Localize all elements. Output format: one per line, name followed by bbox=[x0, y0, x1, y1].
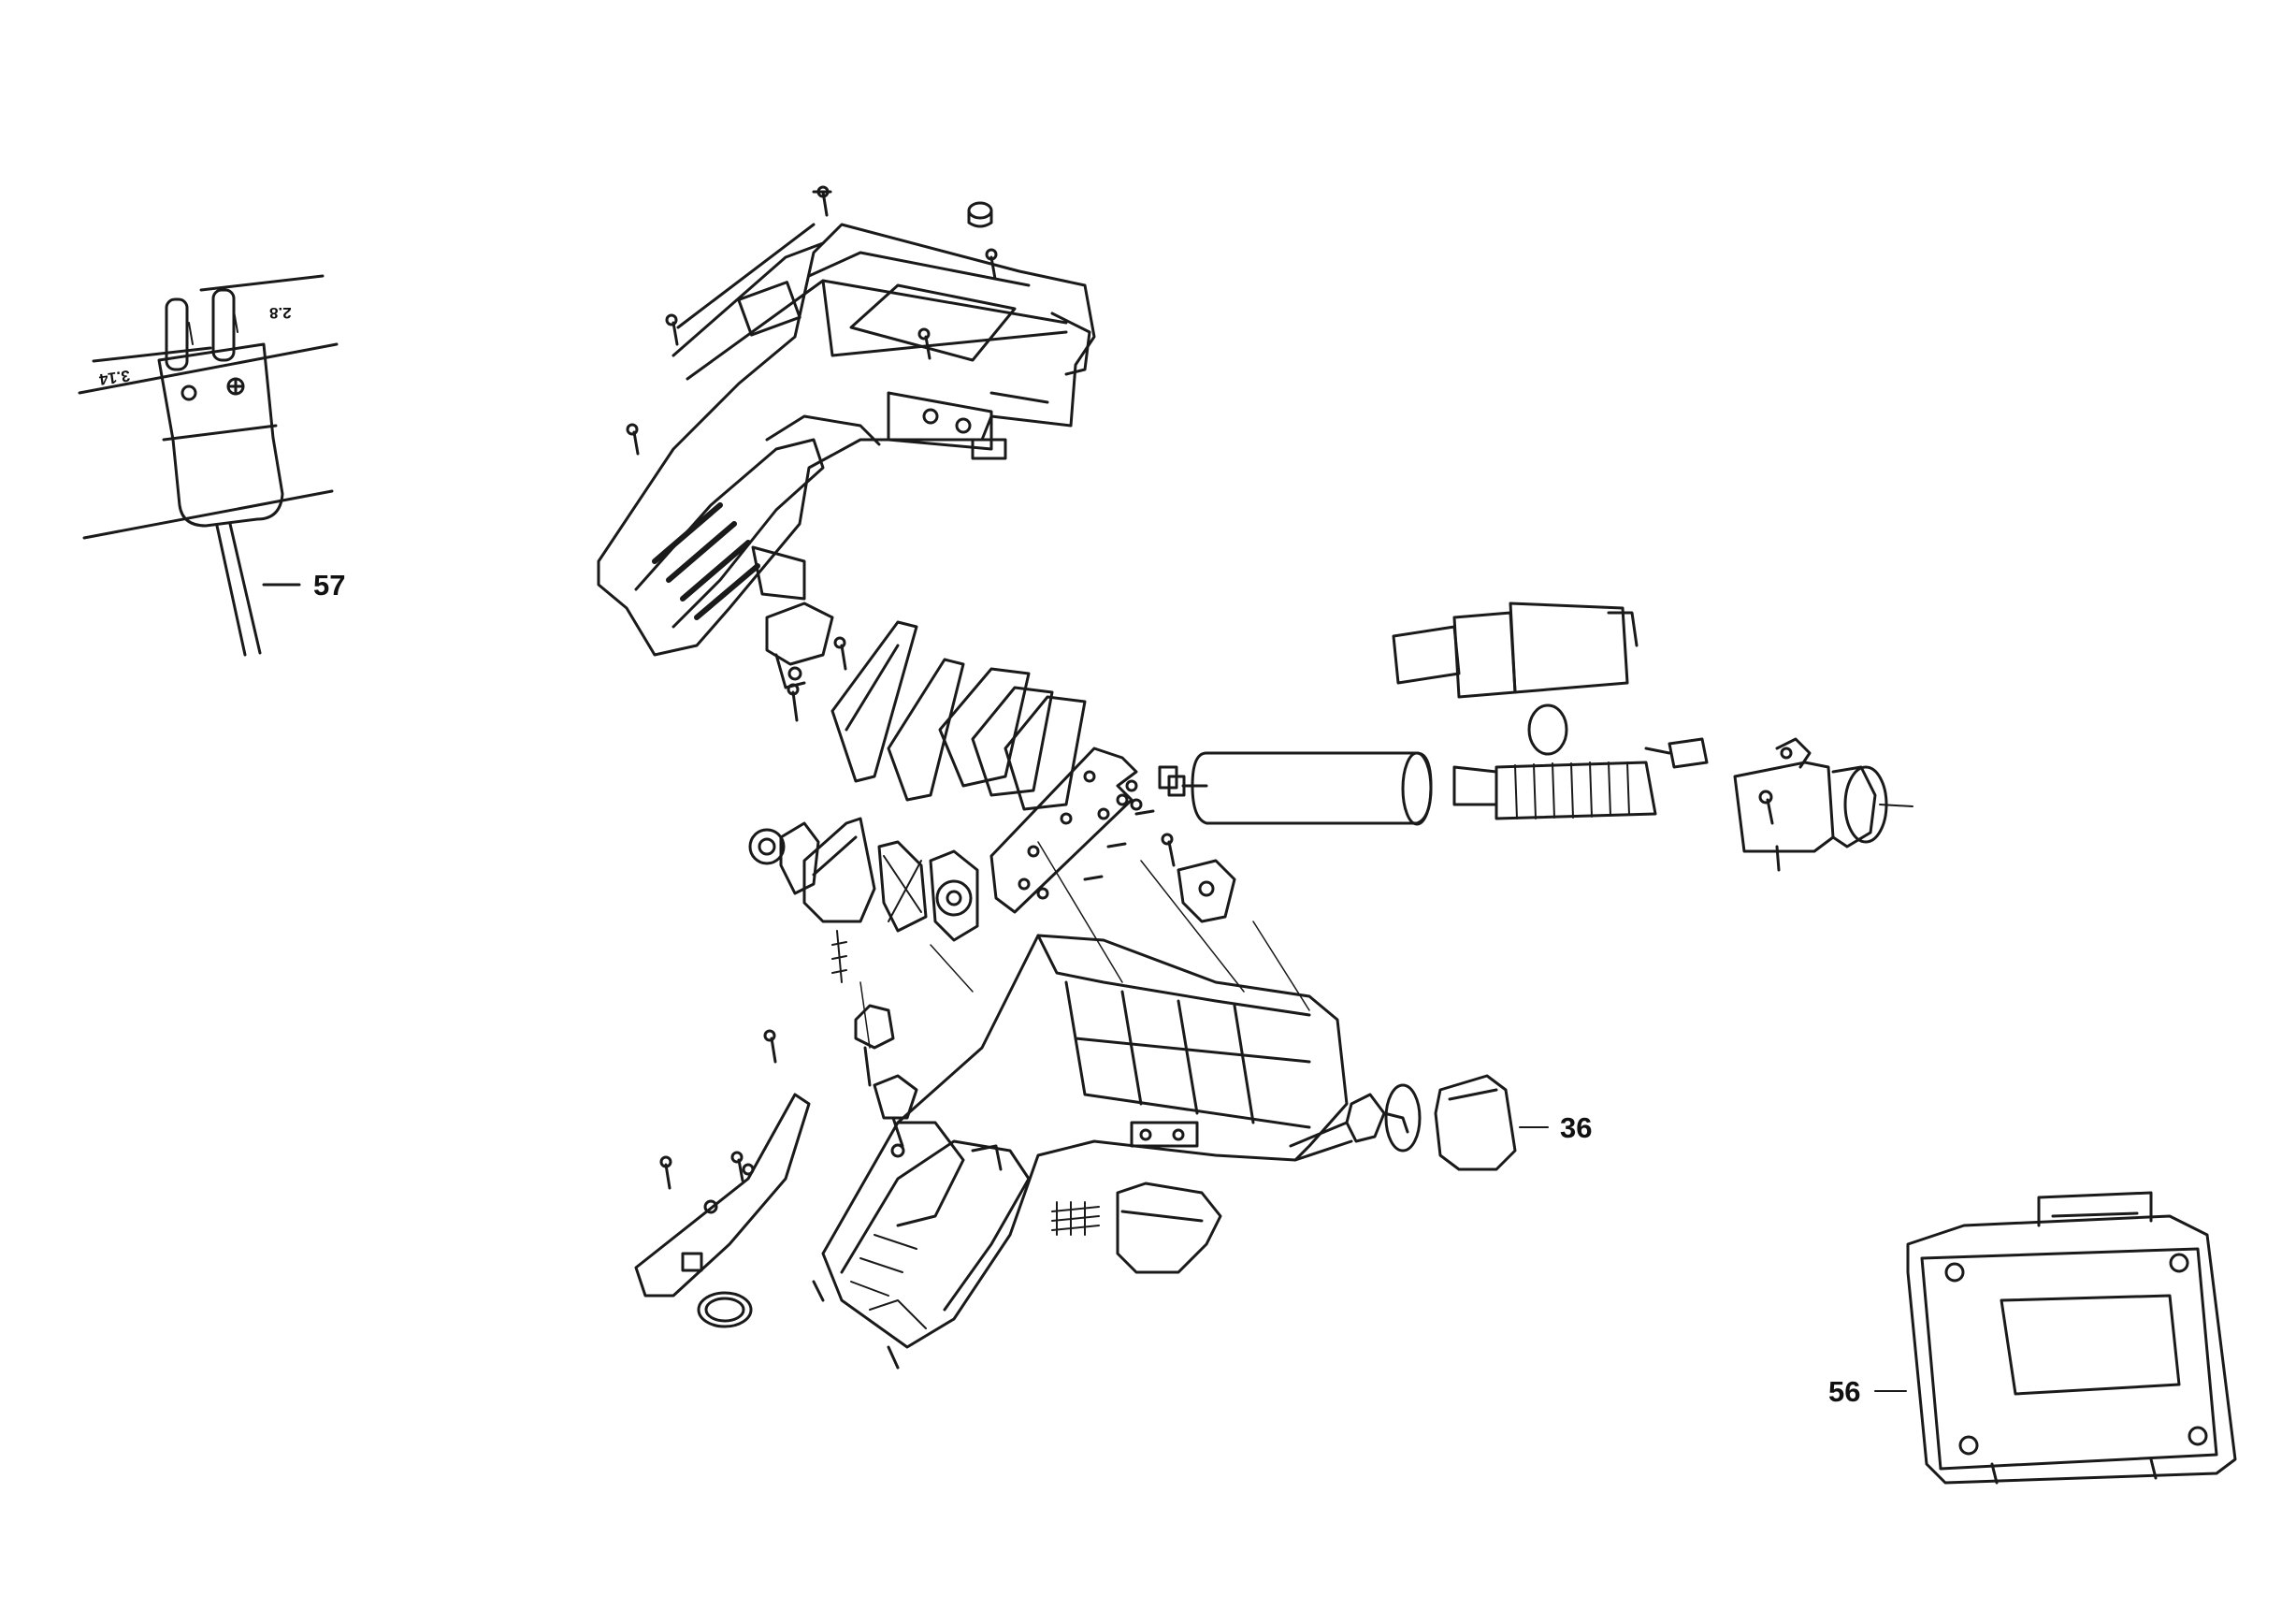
heater-tube bbox=[1169, 753, 1655, 824]
switch-assembly bbox=[767, 603, 845, 720]
circuit-board bbox=[991, 748, 1177, 912]
lower-switch-column bbox=[832, 931, 1220, 1272]
lower-housing bbox=[814, 935, 1347, 1368]
nozzle-pieces bbox=[1393, 603, 1637, 754]
carrying-case bbox=[1908, 1193, 2235, 1483]
side-bracket bbox=[1162, 834, 1235, 921]
nozzle-end bbox=[1646, 739, 1913, 870]
upper-housing bbox=[599, 187, 1094, 655]
pcb-strip bbox=[636, 1031, 809, 1327]
dimension-pin-pitch: 3.14 bbox=[97, 366, 132, 389]
callout-leaders bbox=[1520, 1127, 1906, 1391]
dimension-pin-gap: 2.8 bbox=[269, 304, 292, 322]
plug-detail bbox=[79, 276, 337, 655]
assembly-guides bbox=[860, 842, 1309, 1048]
heating-plates bbox=[832, 622, 1085, 809]
fan-assembly bbox=[750, 819, 977, 940]
callout-36: 36 bbox=[1560, 1111, 1593, 1144]
callout-56: 56 bbox=[1828, 1375, 1861, 1408]
rear-cap bbox=[1291, 1076, 1515, 1169]
callout-57: 57 bbox=[313, 569, 346, 602]
